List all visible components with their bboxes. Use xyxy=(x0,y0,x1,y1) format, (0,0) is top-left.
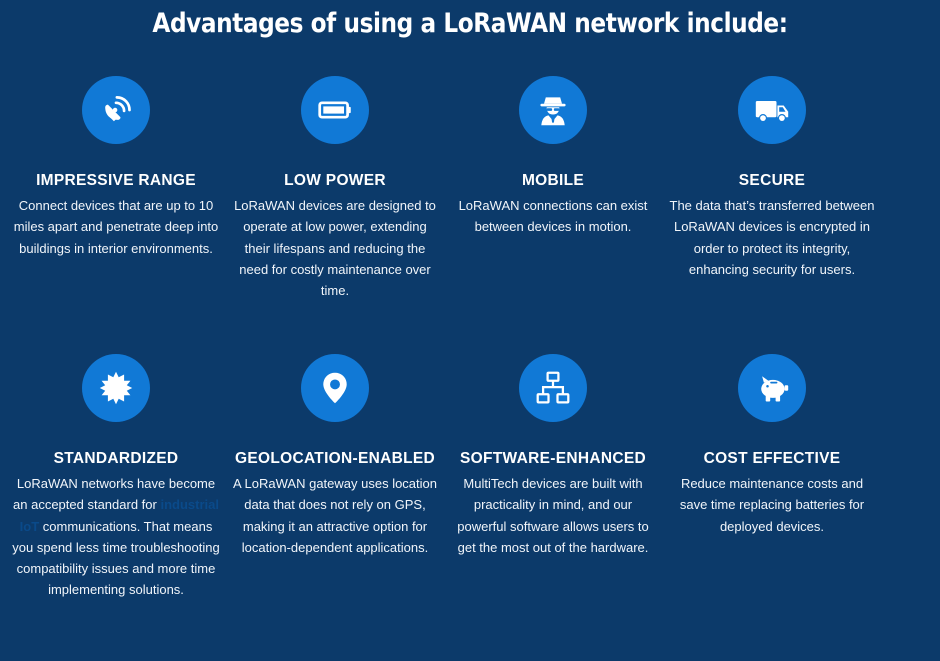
battery-full-icon xyxy=(301,76,369,144)
piggy-bank-icon xyxy=(738,354,806,422)
card-title: SECURE xyxy=(738,172,806,189)
card-title: IMPRESSIVE RANGE xyxy=(36,172,196,189)
card-description: The data that’s transferred between LoRa… xyxy=(669,198,875,277)
card-description: LoRaWAN connections can exist between de… xyxy=(458,198,648,235)
card-description: MultiTech devices are built with practic… xyxy=(457,476,649,555)
card-title: STANDARDIZED xyxy=(53,450,179,467)
card-description: Reduce maintenance costs and save time r… xyxy=(679,476,865,534)
card-title: LOW POWER xyxy=(284,172,386,189)
card-title: COST EFFECTIVE xyxy=(703,450,841,467)
card-title: MOBILE xyxy=(521,172,585,189)
satellite-dish-icon xyxy=(82,76,150,144)
advantage-card-cost: COST EFFECTIVE Reduce maintenance costs … xyxy=(667,354,877,537)
advantage-card-standardized: STANDARDIZED LoRaWAN networks have becom… xyxy=(11,354,221,601)
advantage-card-power: LOW POWER LoRaWAN devices are designed t… xyxy=(230,76,440,301)
card-description: LoRaWAN devices are designed to operate … xyxy=(234,198,436,299)
card-description: LoRaWAN networks have become an accepted… xyxy=(12,476,220,598)
advantage-card-mobile: MOBILE LoRaWAN connections can exist bet… xyxy=(448,76,658,238)
advantage-card-geolocation: GEOLOCATION-ENABLED A LoRaWAN gateway us… xyxy=(230,354,440,558)
certificate-badge-icon xyxy=(82,354,150,422)
truck-icon xyxy=(738,76,806,144)
advantage-card-range: IMPRESSIVE RANGE Connect devices that ar… xyxy=(11,76,221,259)
sitemap-icon xyxy=(519,354,587,422)
page-title: Advantages of using a LoRaWAN network in… xyxy=(152,8,788,39)
advantage-card-secure: SECURE The data that’s transferred betwe… xyxy=(667,76,877,280)
advantage-card-software: SOFTWARE-ENHANCED MultiTech devices are … xyxy=(448,354,658,558)
card-title: SOFTWARE-ENHANCED xyxy=(460,450,646,467)
card-title: GEOLOCATION-ENABLED xyxy=(234,450,436,467)
user-secret-icon xyxy=(519,76,587,144)
card-description: Connect devices that are up to 10 miles … xyxy=(13,198,219,256)
card-description: A LoRaWAN gateway uses location data tha… xyxy=(232,476,437,555)
industrial-iot-link[interactable]: industrial IoT xyxy=(19,497,219,534)
map-marker-icon xyxy=(301,354,369,422)
